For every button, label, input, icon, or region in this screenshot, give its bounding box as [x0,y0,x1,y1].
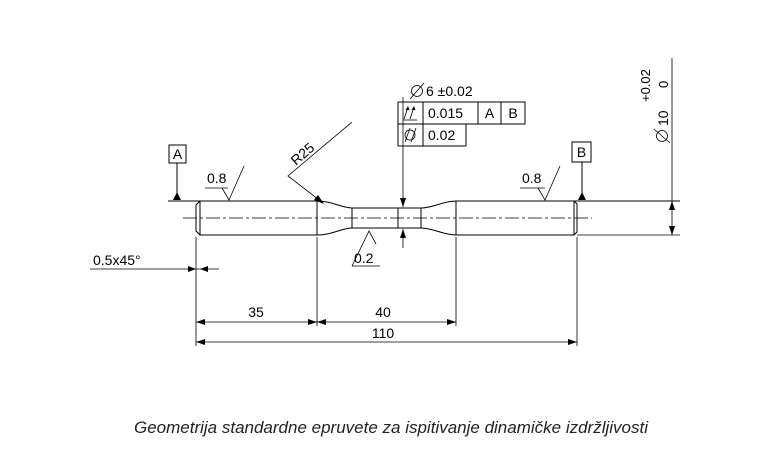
roughness-symbol-right [537,165,561,201]
figure-caption: Geometrija standardne epruvete za ispiti… [133,418,649,437]
end-diameter-arrow-bottom [669,226,675,235]
runout-value: 0.015 [428,105,463,121]
radius-leader [287,121,353,204]
dim-110-arrow-right [568,339,577,345]
end-tolerance-lower: 0 [656,81,671,88]
end-tolerance-upper: +0.02 [638,69,653,102]
dim-40-arrow-right [447,319,456,325]
chamfer-arrow-right [200,266,208,272]
radius-arrowhead [314,195,324,204]
cylindricity-icon [404,127,417,143]
datum-b-triangle [578,192,586,200]
radius-label: R25 [287,139,317,168]
dim-110-label: 110 [372,325,395,341]
center-diameter-arrow-top [400,198,406,207]
dim-35-label: 35 [248,304,264,320]
runout-datum-a: A [485,105,495,121]
cylindricity-value: 0.02 [428,127,455,143]
cylindricity-frame [397,123,467,147]
dim-110-arrow-left [196,339,205,345]
end-diameter-arrow-top [669,201,675,210]
runout-datum-b: B [508,105,517,121]
specimen-outline [195,200,578,236]
end-diameter-value: 10 [655,110,671,126]
datum-a-label: A [173,146,183,162]
total-runout-icon [403,106,417,121]
roughness-value-right: 0.8 [522,170,542,186]
roughness-symbol-center [351,230,377,267]
dim-40-label: 40 [375,304,391,320]
datum-b-frame [571,141,592,163]
datum-a-frame [168,144,187,164]
dim-35-arrow-left [196,319,205,325]
datum-a-triangle [173,192,181,200]
center-diameter-arrow-bottom [400,229,406,238]
datum-b-label: B [577,144,586,160]
specimen-drawing: A B 0.8 0.8 0.2 R25 0.5x45° 35 40 110 [90,58,680,346]
roughness-value-center: 0.2 [354,250,374,266]
center-diameter-label: 6 ±0.02 [426,83,473,99]
end-diameter-symbol-icon [653,128,671,144]
chamfer-label: 0.5x45° [93,252,141,268]
chamfer-arrow-left [188,266,196,272]
roughness-value-left: 0.8 [207,170,227,186]
roughness-symbol-left [221,165,245,201]
diameter-symbol-icon [409,82,425,100]
dim-40-arrow-left [317,319,326,325]
dim-35-arrow-right [308,319,317,325]
